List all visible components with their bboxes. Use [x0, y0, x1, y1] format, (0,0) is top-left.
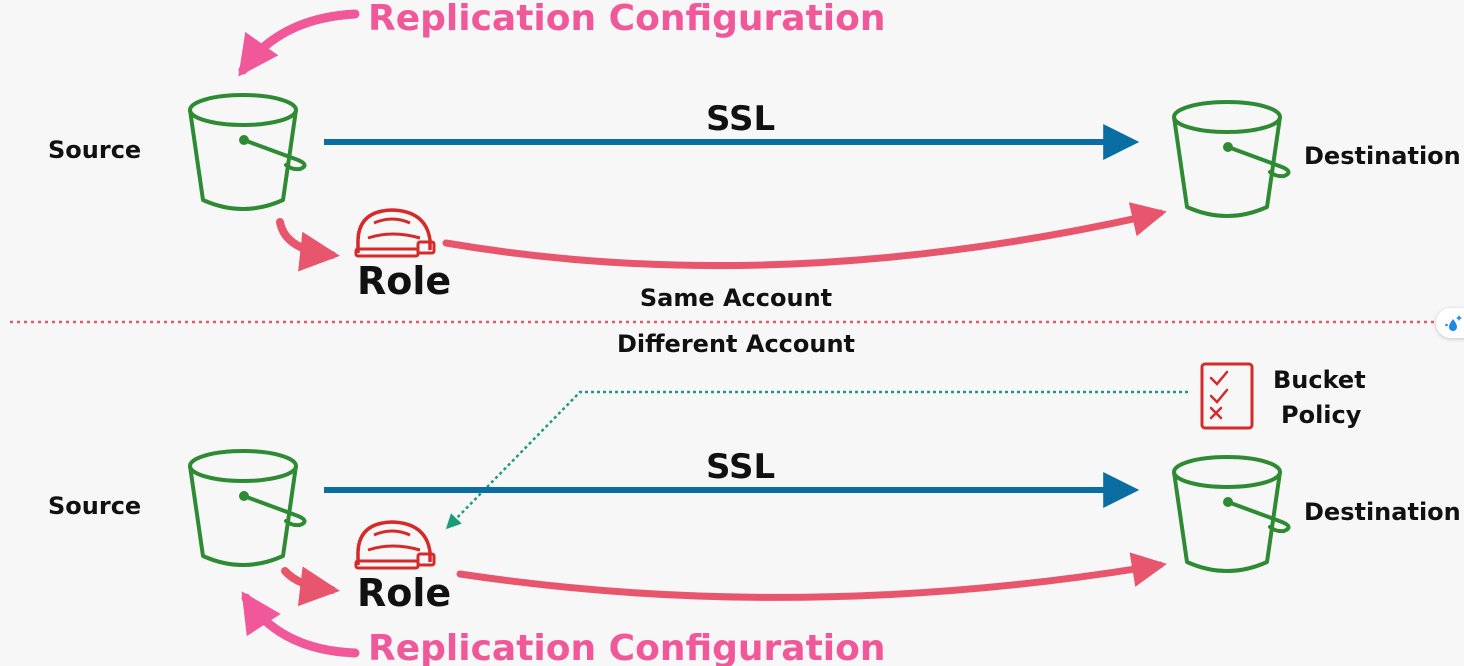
bottom-ssl-label: SSL [706, 447, 775, 487]
top-role-hard-hat-icon [354, 208, 436, 258]
top-replication-configuration-label: Replication Configuration [368, 0, 885, 39]
top-ssl-label: SSL [706, 99, 775, 139]
bottom-role-label: Role [357, 571, 451, 615]
top-role-label: Role [357, 259, 451, 303]
bottom-replication-arrow [241, 591, 360, 658]
bottom-destination-bucket-icon [1172, 455, 1291, 573]
top-destination-label: Destination [1304, 142, 1461, 170]
top-destination-bucket-icon [1172, 100, 1291, 218]
bottom-role-arrow [456, 552, 1167, 601]
bottom-source-label: Source [48, 492, 141, 520]
bottom-section: Bucket Policy Source SSL Destination Rol… [48, 362, 1461, 666]
top-assume-role-arrow [276, 218, 340, 272]
top-section: Replication Configuration Source SSL Des… [48, 0, 1461, 303]
side-widget-button[interactable] [1436, 308, 1464, 338]
bottom-destination-label: Destination [1304, 498, 1461, 526]
bucket-policy-label-line2: Policy [1281, 401, 1362, 429]
bucket-policy-label-line1: Bucket [1273, 366, 1366, 394]
top-role-arrow [442, 202, 1167, 270]
different-account-label: Different Account [617, 330, 855, 358]
bottom-assume-role-arrow [281, 566, 340, 607]
top-replication-arrow [238, 9, 360, 77]
bottom-replication-configuration-label: Replication Configuration [368, 628, 885, 666]
bucket-policy-checklist-icon [1200, 362, 1254, 430]
sparkle-icon [1445, 315, 1462, 331]
bottom-role-hard-hat-icon [354, 520, 436, 570]
top-source-label: Source [48, 136, 141, 164]
bottom-source-bucket-icon [188, 449, 307, 567]
bucket-policy-trust-arrow [445, 390, 1188, 530]
top-source-bucket-icon [188, 93, 307, 211]
same-account-label: Same Account [640, 284, 832, 312]
